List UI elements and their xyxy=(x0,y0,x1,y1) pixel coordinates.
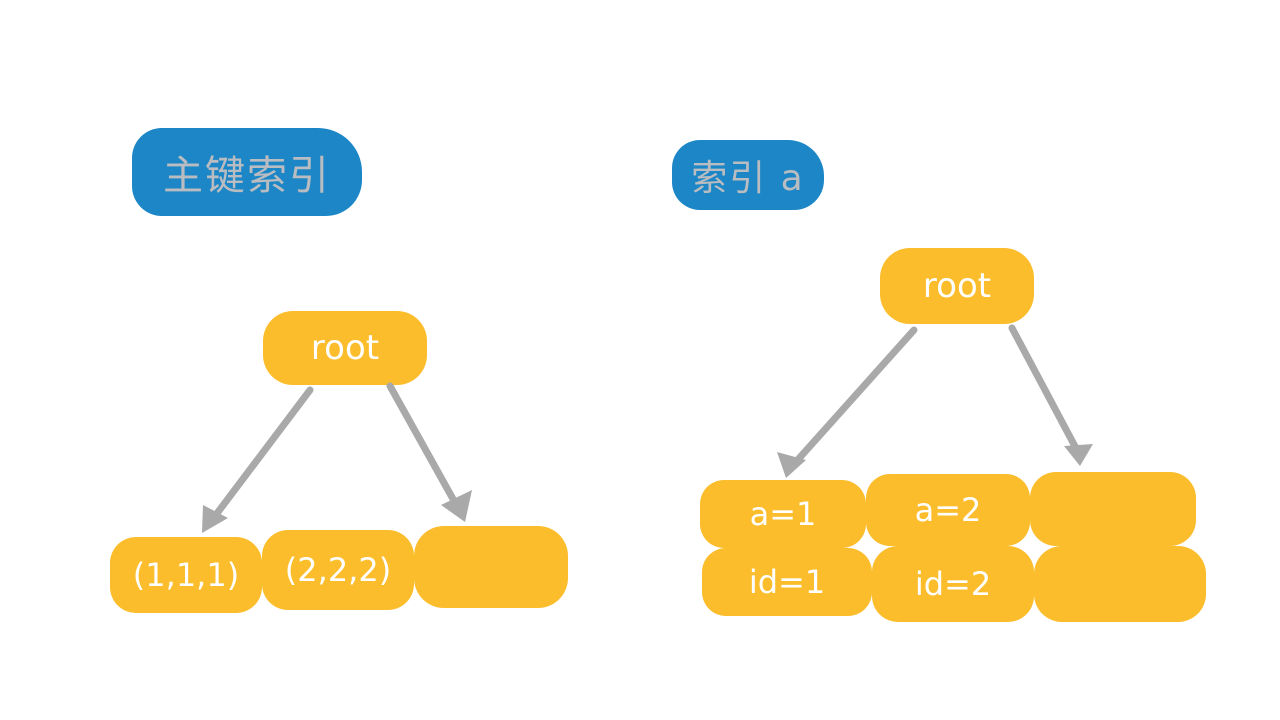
secondary-index-title: 索引 a xyxy=(672,140,824,210)
primary-leaf-2: (2,2,2) xyxy=(262,530,414,610)
primary-index-title: 主键索引 xyxy=(132,128,362,216)
secondary-leaf-2-key: a=2 xyxy=(866,474,1030,546)
secondary-leaf-1-key: a=1 xyxy=(700,480,866,548)
primary-arrow-left xyxy=(202,386,314,533)
secondary-leaf-3-key xyxy=(1030,472,1196,546)
primary-arrow-right xyxy=(386,382,472,522)
primary-leaf-1: (1,1,1) xyxy=(110,537,262,613)
secondary-arrow-right xyxy=(1008,324,1093,466)
secondary-leaf-3-id xyxy=(1034,546,1206,622)
primary-leaf-3 xyxy=(414,526,568,608)
primary-root-node: root xyxy=(263,311,427,385)
secondary-leaf-2-id: id=2 xyxy=(872,546,1034,622)
secondary-arrow-left xyxy=(777,326,918,478)
secondary-root-node: root xyxy=(880,248,1034,324)
secondary-leaf-1-id: id=1 xyxy=(702,548,872,616)
